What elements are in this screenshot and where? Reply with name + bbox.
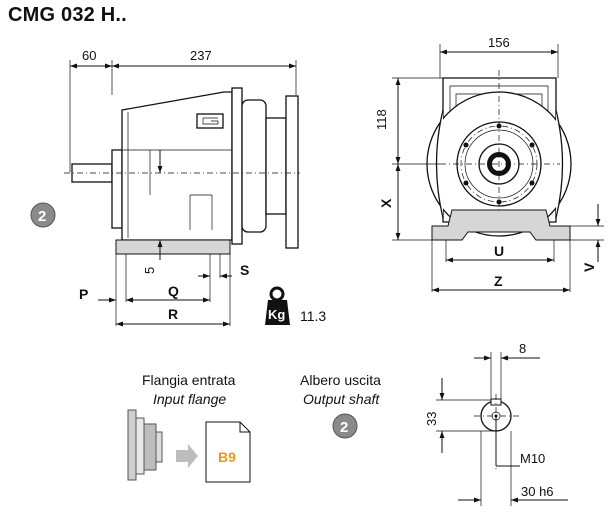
dim-S-label: S <box>240 262 249 278</box>
dim-8-label: 8 <box>519 341 526 356</box>
input-flange-caption-en: Input flange <box>153 391 226 407</box>
output-badge <box>332 413 358 439</box>
dim-X-label: X <box>378 198 394 208</box>
page-title: CMG 032 H.. <box>8 4 127 26</box>
dim-Z-label: Z <box>494 273 503 289</box>
dim-U-label: U <box>494 243 504 259</box>
dim-60-label: 60 <box>82 48 96 63</box>
weight-icon <box>265 300 290 325</box>
dim-M10-label: M10 <box>520 451 545 466</box>
dim-R-label: R <box>168 306 178 322</box>
weight-icon-label: Kg <box>268 307 285 322</box>
output-shaft-block: Albero uscita Output shaft 2 <box>300 372 381 439</box>
dim-237-label: 237 <box>190 48 212 63</box>
arrow-right-icon <box>176 444 198 468</box>
output-shaft-caption-it: Albero uscita <box>300 372 381 388</box>
dim-Q-label: Q <box>168 283 179 299</box>
note-badge <box>30 202 56 228</box>
front-view: 156 118 X <box>374 35 604 293</box>
dim-V-label: V <box>581 262 597 272</box>
side-view: 60 237 5 <box>30 48 300 327</box>
dim-33-label: 33 <box>424 412 439 426</box>
flange-code: B9 <box>218 449 236 465</box>
weight-block: Kg 11.3 <box>265 286 326 325</box>
input-flange-block: Flangia entrata Input flange B9 <box>127 372 251 483</box>
gearbox-foot <box>115 239 231 255</box>
document-icon <box>205 421 251 483</box>
dim-5-label: 5 <box>142 267 157 274</box>
input-flange-icon <box>127 409 163 481</box>
dim-118-label: 118 <box>374 109 389 130</box>
dim-P-label: P <box>79 286 88 302</box>
weight-value: 11.3 <box>300 308 326 324</box>
output-badge-number: 2 <box>340 419 348 436</box>
input-flange-caption-it: Flangia entrata <box>142 372 236 388</box>
front-foot <box>431 209 571 241</box>
dim-156-label: 156 <box>488 35 510 50</box>
output-shaft-caption-en: Output shaft <box>303 391 380 407</box>
shaft-detail: 8 33 M10 30 h6 <box>424 341 568 506</box>
dim-30h6-label: 30 h6 <box>521 484 554 499</box>
note-badge-number: 2 <box>38 208 46 225</box>
